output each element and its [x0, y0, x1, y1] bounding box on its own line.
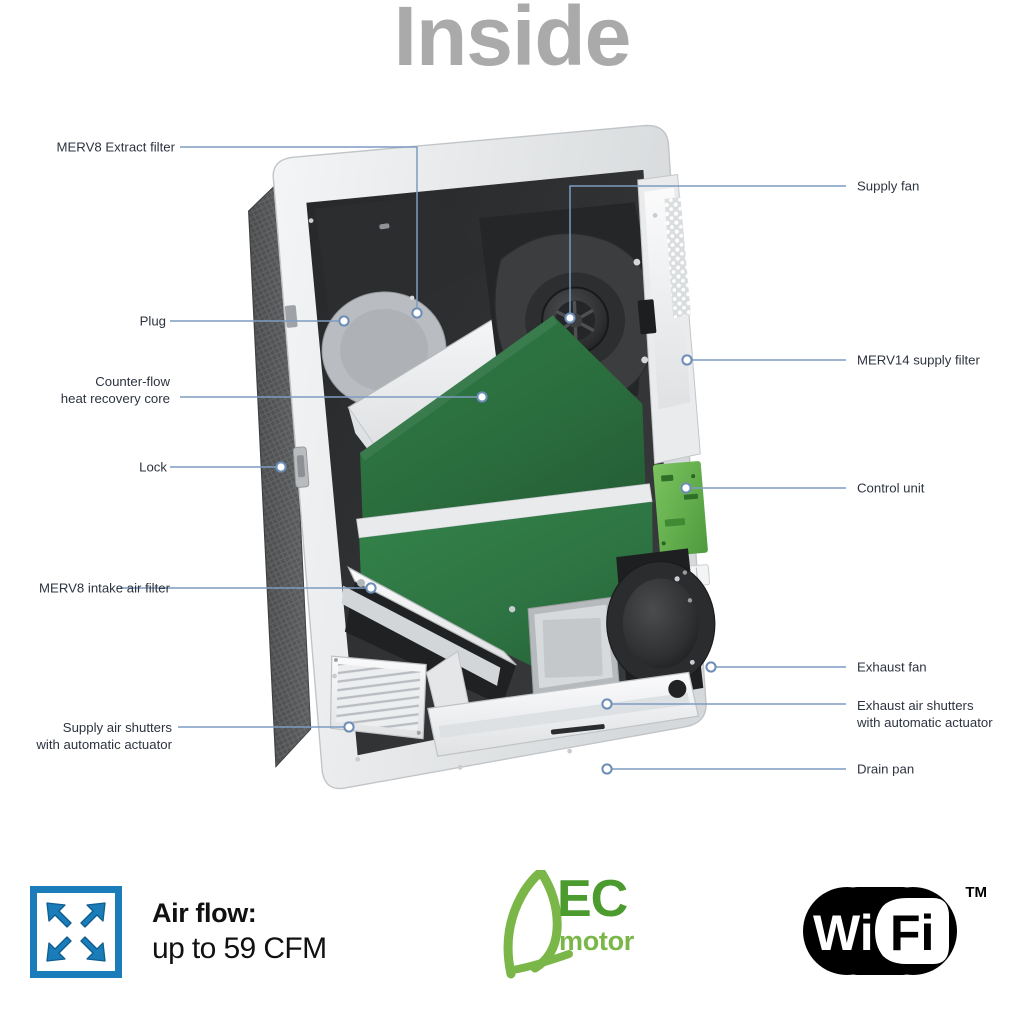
shutter-louvers	[336, 663, 421, 731]
airflow-text-block: Air flow: up to 59 CFM	[152, 900, 327, 964]
callout-merv14-supply-filter: MERV14 supply filter	[857, 352, 980, 368]
svg-text:Wi: Wi	[813, 905, 874, 961]
drain-port	[668, 679, 687, 698]
exhaust-fan-assembly	[606, 548, 716, 701]
leader-merv8-extract	[180, 146, 418, 313]
callout-lock: Lock	[139, 459, 167, 475]
exhaust-air-shutter	[527, 596, 620, 696]
green-leaf-icon	[503, 870, 573, 979]
callout-supply-fan: Supply fan	[857, 178, 920, 194]
unit-body	[248, 124, 716, 790]
airflow-value: up to 59 CFM	[152, 932, 327, 965]
power-plug	[284, 305, 298, 328]
badge-ec-motor: EC motor	[495, 870, 665, 980]
callout-plug: Plug	[139, 313, 166, 329]
badge-wifi: Wi Fi TM	[795, 876, 987, 988]
callout-supply-air-shutters: Supply air shutters with automatic actua…	[36, 720, 172, 752]
callout-merv8-intake-filter: MERV8 intake air filter	[39, 580, 170, 596]
lock-latch	[292, 446, 310, 488]
feature-badges: Air flow: up to 59 CFM EC motor	[0, 858, 1024, 1008]
supply-air-shutter	[329, 655, 427, 740]
svg-text:Fi: Fi	[890, 905, 934, 961]
ec-motor-sub: motor	[559, 925, 634, 956]
leader-endpoint-dots	[275, 307, 717, 775]
product-cutaway-diagram	[0, 110, 1024, 830]
core-upper-face	[360, 315, 646, 519]
ec-motor-main: EC	[557, 870, 628, 928]
four-arrows-expand-icon	[30, 886, 122, 978]
wifi-trademark: TM	[965, 884, 987, 901]
frame-screws	[308, 213, 695, 770]
merv8-intake-filter-panel	[347, 566, 517, 666]
callout-merv8-extract-filter: MERV8 Extract filter	[56, 139, 175, 155]
callout-exhaust-fan: Exhaust fan	[857, 659, 927, 675]
callout-exhaust-air-shutters: Exhaust air shutters with automatic actu…	[857, 698, 993, 730]
wifi-logo-icon: Wi Fi	[803, 887, 957, 975]
page-title: Inside	[393, 0, 632, 83]
callout-control-unit: Control unit	[857, 480, 925, 496]
callout-counter-flow-core: Counter-flow heat recovery core	[60, 374, 170, 406]
leader-lines	[120, 146, 846, 770]
merv14-supply-filter-assembly	[637, 173, 701, 465]
perforated-vent	[664, 196, 691, 319]
airflow-title: Air flow:	[152, 898, 257, 928]
callout-drain-pan: Drain pan	[857, 761, 915, 777]
leader-supply-fan	[569, 185, 846, 318]
badge-airflow: Air flow: up to 59 CFM	[30, 886, 327, 978]
